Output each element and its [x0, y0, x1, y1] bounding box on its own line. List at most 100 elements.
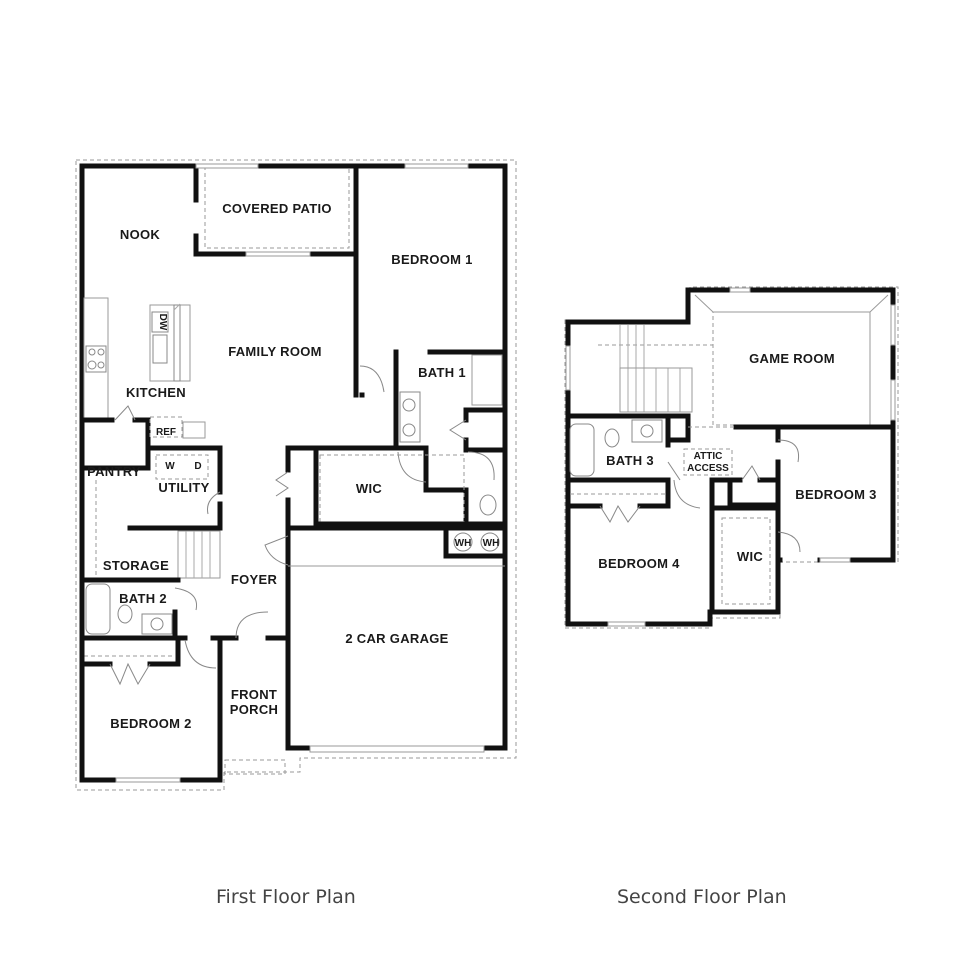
- wall: [353, 387, 365, 398]
- washer-dryer-space: [155, 454, 209, 480]
- bedroom-2-door: [184, 639, 217, 669]
- bedroom-3-door: [777, 439, 800, 463]
- first-floor-plan: [75, 159, 517, 791]
- closet-door: [275, 471, 289, 497]
- shower: [471, 354, 503, 406]
- first-floor-caption: First Floor Plan: [216, 886, 356, 908]
- sink-icon: [402, 423, 416, 437]
- wall: [709, 424, 896, 563]
- room-label-bath-3: BATH 3: [606, 453, 654, 468]
- island-bar: [173, 304, 181, 382]
- wic-door: [397, 451, 427, 483]
- room-label-garage: 2 CAR GARAGE: [345, 631, 448, 646]
- room-label-foyer: FOYER: [231, 572, 278, 587]
- room-label-family-room: FAMILY ROOM: [228, 344, 322, 359]
- sink-icon: [152, 334, 168, 364]
- roofline-outline: [75, 159, 517, 791]
- garage-walls: [285, 525, 508, 751]
- wall: [353, 163, 508, 531]
- stair-treads: [185, 531, 211, 578]
- ref-space: [149, 416, 183, 438]
- vanity: [141, 613, 173, 635]
- window: [607, 621, 646, 627]
- tray-ceiling-dashed: [712, 311, 871, 426]
- window: [819, 557, 851, 563]
- toilet-room-door: [467, 451, 495, 481]
- wc-door: [449, 419, 467, 441]
- bedroom-1-door: [359, 365, 385, 393]
- closet-bifold-door: [599, 504, 641, 524]
- bathtub-icon: [85, 583, 111, 635]
- window: [565, 345, 571, 391]
- wall: [79, 637, 181, 667]
- pantry-walls: [79, 417, 151, 471]
- wall: [79, 633, 223, 783]
- room-label-bedroom-2: BEDROOM 2: [110, 716, 191, 731]
- garage-door: [309, 745, 485, 753]
- wall: [79, 609, 289, 641]
- burner-icon: [87, 360, 97, 370]
- bath-2-door: [174, 587, 198, 611]
- bedroom-4-door: [673, 479, 701, 509]
- utility-walls: [127, 445, 223, 531]
- kitchen-island: [149, 304, 191, 382]
- window: [245, 251, 311, 257]
- wall: [285, 445, 319, 531]
- vanity: [631, 419, 663, 443]
- window: [195, 163, 259, 169]
- stairs: [177, 530, 221, 579]
- room-label-bedroom-4: BEDROOM 4: [598, 556, 680, 571]
- burner-icon: [97, 361, 105, 369]
- wic-door: [777, 531, 801, 553]
- room-label-covered-patio: COVERED PATIO: [222, 201, 332, 216]
- label-washer: W: [165, 461, 175, 472]
- room-label-front-porch-line2: PORCH: [230, 702, 278, 717]
- window: [729, 287, 751, 293]
- wall: [193, 163, 359, 257]
- room-label-bath-2: BATH 2: [119, 591, 167, 606]
- utility-door: [207, 491, 221, 515]
- room-label-pantry: PANTRY: [87, 464, 141, 479]
- closet-bifold-door: [109, 662, 151, 686]
- wall: [463, 407, 508, 453]
- room-label-front-porch-line1: FRONT: [231, 687, 277, 702]
- window: [115, 777, 181, 783]
- window: [404, 163, 469, 169]
- wall: [313, 349, 508, 451]
- cooktop-icon: [85, 345, 107, 373]
- room-label-game-room: GAME ROOM: [749, 351, 835, 366]
- wall: [443, 525, 508, 559]
- second-floor-plan: [564, 286, 899, 629]
- porch-step: [224, 759, 286, 775]
- burner-icon: [88, 348, 96, 356]
- attic-access-outline: [683, 448, 733, 476]
- label-attic-line1: ATTIC: [694, 451, 723, 462]
- room-label-utility: UTILITY: [158, 480, 209, 495]
- closet-door: [741, 465, 761, 481]
- wall: [565, 477, 671, 509]
- room-label-bedroom-1: BEDROOM 1: [391, 252, 472, 267]
- toilet-icon: [604, 428, 620, 448]
- room-label-bedroom-3: BEDROOM 3: [795, 487, 876, 502]
- label-water-heater-2: WH: [483, 538, 500, 549]
- pantry-door: [114, 405, 136, 421]
- dishwasher: [151, 311, 169, 333]
- window: [890, 379, 896, 421]
- label-attic-line2: ACCESS: [687, 463, 729, 474]
- label-dryer: D: [194, 461, 201, 472]
- room-label-wic-2: WIC: [737, 549, 763, 564]
- wall: [423, 445, 469, 529]
- bath-3-door: [667, 461, 681, 481]
- room-labels: COVERED PATIO NOOK BEDROOM 1 FAMILY ROOM…: [87, 201, 876, 731]
- wic-shelving: [721, 517, 771, 605]
- burner-icon: [97, 348, 105, 356]
- wall: [565, 413, 691, 448]
- garage-entry-door: [264, 535, 289, 566]
- label-dw: DW: [157, 314, 168, 331]
- window: [890, 304, 896, 346]
- label-ref: REF: [156, 427, 176, 438]
- room-label-wic: WIC: [356, 481, 382, 496]
- room-label-nook: NOOK: [120, 227, 161, 242]
- front-door: [235, 611, 269, 639]
